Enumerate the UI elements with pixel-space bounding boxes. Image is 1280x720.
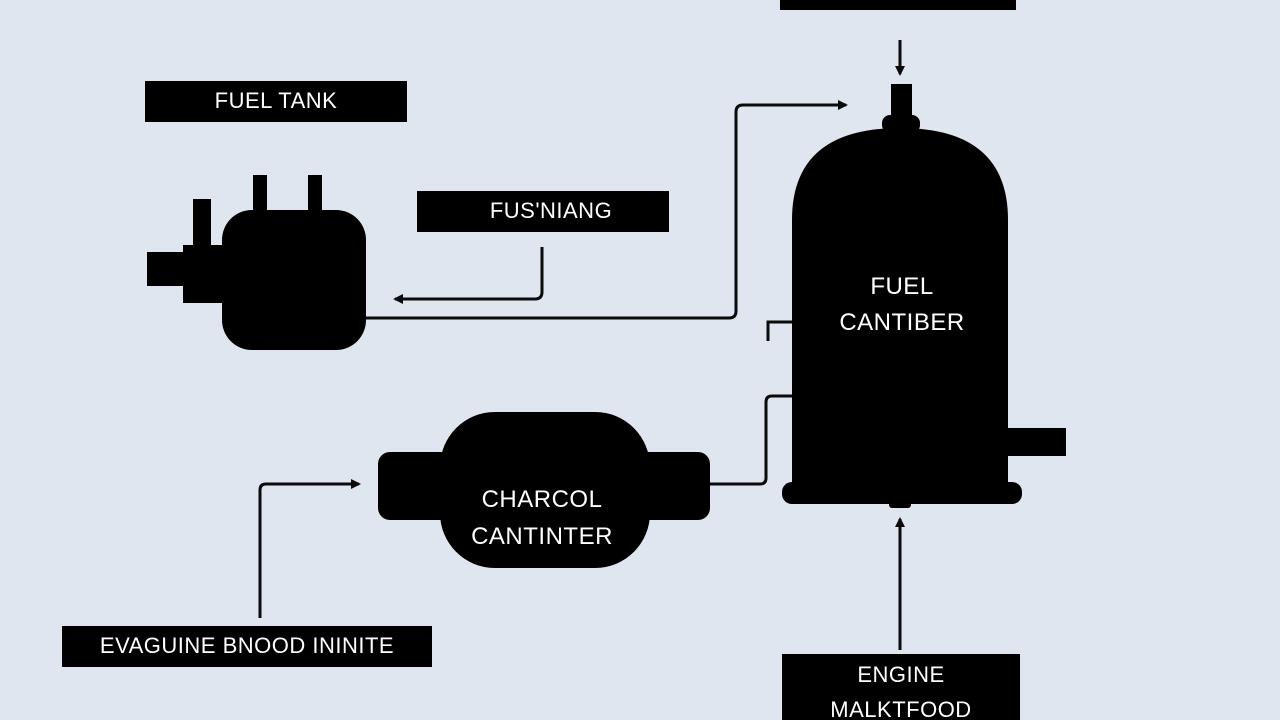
evap-label-text: EVAGUINE BNOOD ININITE — [100, 633, 394, 658]
charcoal-canister-shape: CHARCOL CANTINTER — [378, 412, 710, 568]
fueling-to-tank-line — [393, 247, 544, 304]
canister-side-tick — [766, 320, 792, 341]
charcoal-canister-text-line2: CANTINTER — [471, 523, 613, 550]
engine-label-text-line1: ENGINE — [857, 662, 944, 687]
engine-manifold-label: ENGINE MALKTFOOD — [782, 654, 1020, 720]
fuel-canister-shape: FUEL CANTIBER — [782, 84, 1066, 508]
fuel-canister-text-line1: FUEL — [870, 273, 933, 300]
top-label-box — [780, 0, 1016, 10]
tank-to-canister-line — [366, 100, 848, 320]
fueling-label: FUS'NIANG — [417, 191, 669, 232]
evap-label: EVAGUINE BNOOD ININITE — [62, 626, 432, 667]
fuel-tank-label-text: FUEL TANK — [215, 88, 338, 113]
fuel-canister-text-line2: CANTIBER — [839, 309, 964, 336]
fuel-tank-shape — [147, 175, 366, 350]
fuel-tank-label: FUEL TANK — [145, 81, 407, 122]
evap-to-charcoal-line — [258, 479, 361, 618]
charcoal-canister-text-line1: CHARCOL — [482, 486, 603, 513]
engine-label-text-line2: MALKTFOOD — [830, 697, 971, 720]
fueling-label-text: FUS'NIANG — [490, 198, 612, 223]
charcoal-to-canister-line — [710, 394, 792, 486]
